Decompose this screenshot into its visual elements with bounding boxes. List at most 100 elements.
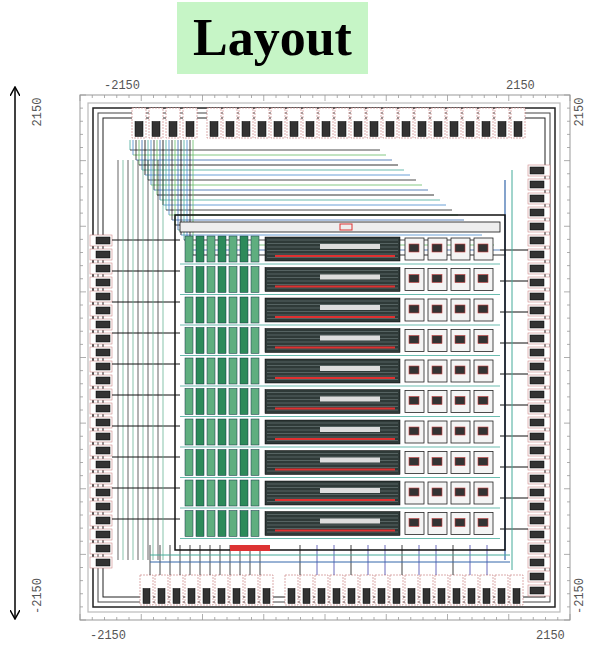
layout-shape — [528, 277, 550, 288]
layout-shape — [530, 237, 544, 244]
wire — [484, 95, 485, 98]
wire — [423, 95, 424, 98]
wire — [374, 95, 375, 98]
layout-shape — [218, 389, 226, 415]
layout-shape — [185, 267, 193, 293]
layout-shape — [185, 480, 193, 506]
layout-shape — [320, 305, 380, 310]
wire — [80, 541, 83, 542]
wire — [267, 270, 398, 271]
layout-shape — [478, 244, 488, 252]
layout-shape — [451, 452, 470, 474]
layout-shape — [226, 122, 234, 137]
wire — [80, 580, 83, 581]
wire — [508, 95, 509, 101]
layout-shape — [528, 417, 550, 428]
wire — [180, 325, 500, 326]
layout-shape — [185, 575, 198, 605]
wire — [178, 95, 179, 98]
wire — [267, 392, 398, 393]
axis-label: 2150 — [505, 80, 536, 92]
layout-shape — [530, 531, 544, 538]
layout-shape — [265, 359, 400, 383]
wire — [567, 173, 570, 174]
layout-shape — [530, 349, 544, 356]
wire — [267, 453, 398, 454]
wire — [130, 140, 131, 150]
layout-shape — [265, 451, 400, 475]
wire — [512, 170, 513, 570]
layout-shape — [431, 108, 445, 138]
layout-shape — [432, 427, 442, 435]
wire — [133, 160, 134, 560]
layout-shape — [514, 122, 522, 137]
wire — [567, 278, 570, 279]
wire — [567, 186, 570, 187]
layout-shape — [240, 236, 248, 262]
layout-shape — [409, 397, 419, 405]
wire — [166, 210, 452, 211]
wire — [227, 617, 228, 620]
wire — [80, 528, 83, 529]
layout-shape — [528, 487, 550, 498]
wire — [570, 614, 571, 620]
wire — [180, 355, 500, 356]
layout-shape — [229, 267, 237, 293]
wire — [133, 155, 386, 156]
layout-shape — [96, 489, 110, 496]
layout-shape — [218, 419, 226, 445]
layout-shape — [340, 224, 352, 230]
layout-shape — [354, 122, 362, 137]
wire — [267, 433, 398, 434]
layout-shape — [451, 238, 470, 260]
wire — [312, 95, 313, 98]
wire — [143, 160, 144, 560]
layout-shape — [242, 122, 250, 137]
layout-shape — [230, 575, 243, 605]
wire — [564, 620, 570, 621]
wire — [500, 374, 528, 375]
layout-shape — [96, 433, 110, 440]
layout-shape — [428, 421, 447, 443]
layout-shape — [90, 249, 112, 260]
wire — [80, 620, 86, 621]
layout-shape — [196, 267, 204, 293]
layout-shape — [173, 589, 180, 604]
layout-shape — [265, 329, 400, 353]
wire — [567, 449, 570, 450]
layout-shape — [188, 589, 195, 604]
wire — [148, 160, 149, 560]
wire — [267, 498, 398, 499]
wire — [447, 614, 448, 620]
layout-shape — [315, 575, 328, 605]
layout-shape — [103, 118, 545, 597]
layout-shape — [428, 391, 447, 413]
layout-shape — [96, 475, 110, 482]
wire — [267, 365, 398, 366]
layout-shape — [229, 389, 237, 415]
wire — [80, 318, 83, 319]
layout-shape — [183, 108, 197, 138]
wire — [267, 487, 398, 488]
layout-shape — [438, 589, 445, 604]
layout-shape — [96, 349, 110, 356]
wire — [180, 477, 500, 478]
layout-shape — [530, 573, 544, 580]
wire — [180, 508, 500, 509]
layout-shape — [320, 458, 380, 463]
wire — [145, 140, 146, 175]
layout-shape — [265, 390, 400, 414]
layout-shape — [528, 179, 550, 190]
layout-shape — [203, 589, 210, 604]
layout-shape — [96, 531, 110, 538]
wire — [447, 95, 448, 101]
wire — [288, 95, 289, 98]
layout-shape — [405, 421, 424, 443]
wire — [112, 302, 180, 303]
layout-shape — [351, 108, 365, 138]
layout-shape — [96, 237, 110, 244]
wire — [337, 95, 338, 98]
wire — [267, 362, 398, 363]
layout-shape — [196, 328, 204, 354]
layout-shape — [251, 419, 259, 445]
